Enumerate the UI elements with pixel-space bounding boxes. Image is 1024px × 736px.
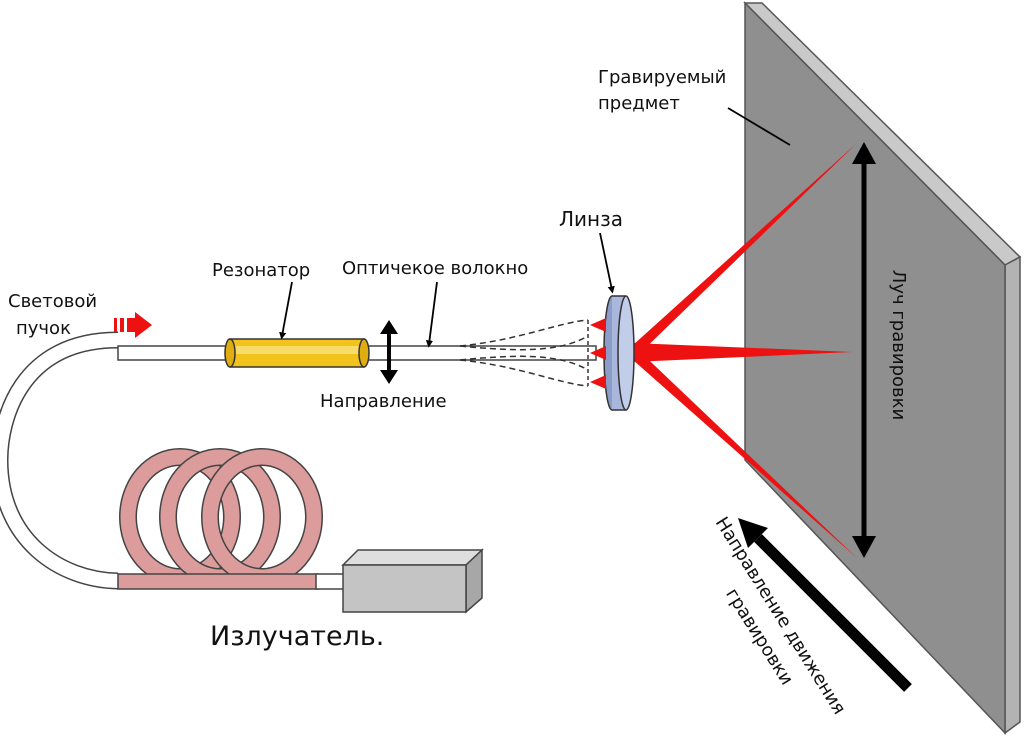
beam-middle <box>633 343 852 362</box>
beam-lower <box>633 345 857 558</box>
fiber-cable-inner <box>0 333 119 588</box>
optical-fiber-label: Оптичекое волокно <box>342 258 529 279</box>
direction-arrow-icon <box>380 320 398 384</box>
lens-ray-top <box>590 318 606 332</box>
engraving-direction-arrow-icon <box>738 518 912 692</box>
resonator-label: Резонатор <box>212 260 311 281</box>
optical-fiber-pointer <box>425 281 438 348</box>
emitter-front <box>342 564 467 613</box>
emitter-label: Излучатель. <box>210 621 385 652</box>
beam-divergence-dashes <box>459 319 589 387</box>
emitter-top <box>341 549 484 566</box>
engraving-beam-arrow-icon <box>852 142 876 558</box>
plate-edge-side <box>1004 255 1021 735</box>
lens-ray-bottom <box>590 375 606 389</box>
lens-label: Линза <box>559 207 624 231</box>
resonator-pointer <box>279 281 293 340</box>
lens-pointer <box>599 232 615 294</box>
fiber-cable-outer <box>0 331 119 590</box>
emitter-box <box>341 548 484 614</box>
engraving-beam-label: Луч гравировки <box>887 269 909 421</box>
pink-fiber-segment <box>117 573 319 590</box>
input-beam-arrow-icon <box>114 312 152 338</box>
light-beam-label-line1: Световой <box>8 291 98 312</box>
engraved-object-pointer <box>727 107 791 146</box>
engraved-object-label-line1: Гравируемый <box>598 67 727 88</box>
fiber-coil <box>119 448 323 586</box>
engraved-object-label-line2: предмет <box>598 93 680 114</box>
light-beam-label-line2: пучок <box>16 318 71 339</box>
lens-ray-mid <box>590 346 606 360</box>
resonator <box>224 338 370 368</box>
direction-label: Направление <box>320 391 447 412</box>
lens <box>590 295 635 411</box>
beam-upper <box>633 143 857 360</box>
